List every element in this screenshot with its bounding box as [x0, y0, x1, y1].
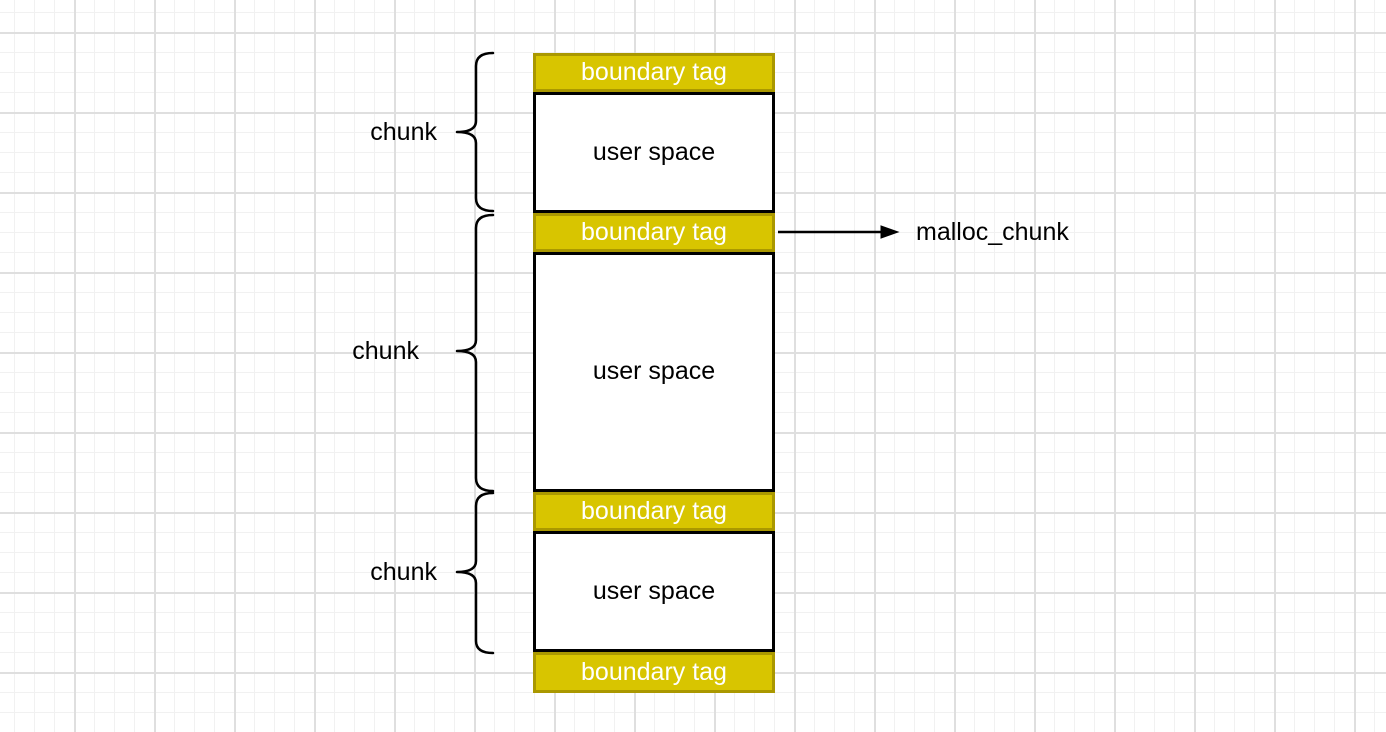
boundary-tag-box-2[interactable]: boundary tag — [533, 213, 775, 252]
user-space-box-3[interactable]: user space — [533, 531, 775, 652]
chunk-label-2[interactable]: chunk — [352, 337, 419, 365]
user-space-box-1[interactable]: user space — [533, 92, 775, 213]
chunk-label-1[interactable]: chunk — [370, 118, 437, 146]
user-space-label-1: user space — [592, 137, 716, 166]
chunk-brace-3[interactable] — [455, 491, 495, 655]
user-space-label-3: user space — [592, 576, 716, 605]
chunk-brace-2[interactable] — [455, 213, 495, 493]
user-space-label-2: user space — [592, 357, 716, 386]
malloc-chunk-label[interactable]: malloc_chunk — [916, 218, 1069, 246]
malloc-chunk-arrow[interactable] — [778, 225, 900, 239]
boundary-tag-label-1: boundary tag — [581, 57, 727, 86]
user-space-box-2[interactable]: user space — [533, 252, 775, 492]
arrow-head-icon — [880, 225, 900, 239]
boundary-tag-label-4: boundary tag — [581, 657, 727, 686]
boundary-tag-box-1[interactable]: boundary tag — [533, 53, 775, 92]
boundary-tag-label-2: boundary tag — [581, 217, 727, 246]
boundary-tag-box-3[interactable]: boundary tag — [533, 492, 775, 531]
chunk-label-3[interactable]: chunk — [370, 558, 437, 586]
chunk-brace-1[interactable] — [455, 51, 495, 213]
boundary-tag-label-3: boundary tag — [581, 496, 727, 525]
boundary-tag-box-4[interactable]: boundary tag — [533, 652, 775, 693]
